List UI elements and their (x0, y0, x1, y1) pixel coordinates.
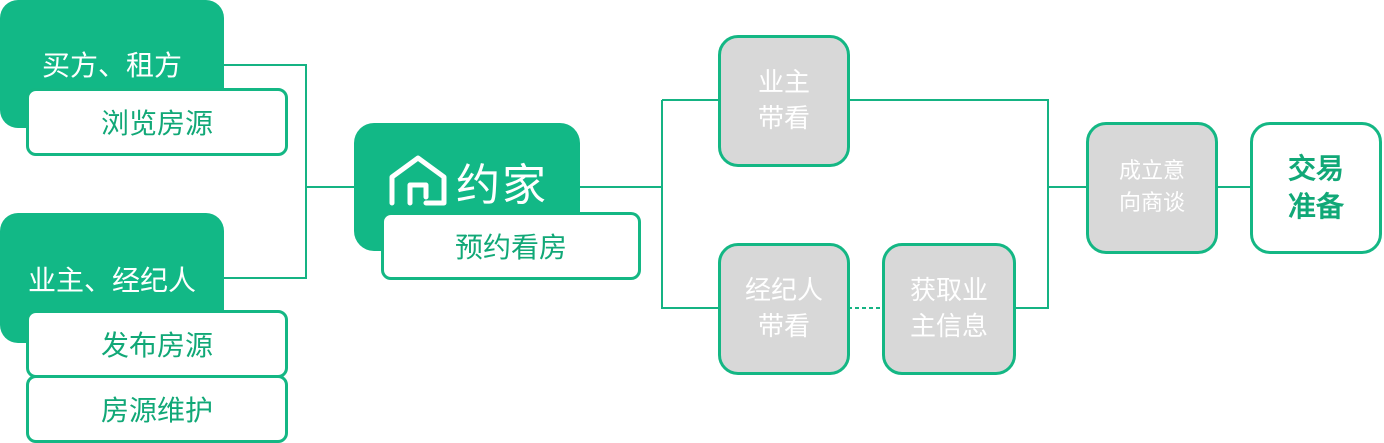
intent-line-1: 成立意 (1118, 159, 1185, 184)
house-icon (389, 155, 447, 206)
agent-viewing-line-2: 带看 (757, 312, 810, 342)
book-viewing-label: 预约看房 (454, 231, 567, 264)
connector-owner-viewing (661, 100, 720, 309)
get-owner-info-line-2: 主信息 (909, 312, 988, 342)
transaction-prep-node: 交易 准备 (1250, 122, 1382, 254)
owner-viewing-line-1: 业主 (757, 68, 810, 98)
browse-listings-label: 浏览房源 (100, 107, 213, 140)
intent-negotiation-node: 成立意 向商谈 (1086, 122, 1218, 254)
get-owner-info-node: 获取业 主信息 (882, 243, 1016, 375)
connector-buyers (224, 64, 356, 188)
connector-info-to-intent (1014, 187, 1049, 309)
browse-listings-button[interactable]: 浏览房源 (26, 88, 288, 156)
owner-viewing-node: 业主 带看 (718, 35, 850, 167)
intent-line-2: 向商谈 (1118, 191, 1185, 216)
maintain-listing-label: 房源维护 (100, 394, 213, 427)
owner-viewing-line-2: 带看 (757, 104, 810, 134)
owners-label: 业主、经纪人 (27, 264, 196, 297)
final-line-2: 准备 (1287, 190, 1344, 223)
publish-listing-label: 发布房源 (100, 329, 213, 362)
connector-owners (224, 187, 307, 279)
maintain-listing-button[interactable]: 房源维护 (26, 375, 288, 443)
publish-listing-button[interactable]: 发布房源 (26, 310, 288, 378)
final-line-1: 交易 (1287, 152, 1344, 185)
book-viewing-button[interactable]: 预约看房 (381, 212, 641, 280)
connector-owner-to-intent (848, 99, 1088, 188)
logo-text: 约家 (456, 160, 548, 211)
agent-viewing-line-1: 经纪人 (744, 276, 823, 306)
get-owner-info-line-1: 获取业 (909, 276, 988, 306)
buyers-label: 买方、租方 (41, 49, 182, 82)
agent-viewing-node: 经纪人 带看 (718, 243, 850, 375)
logo: 约家 (386, 149, 548, 213)
